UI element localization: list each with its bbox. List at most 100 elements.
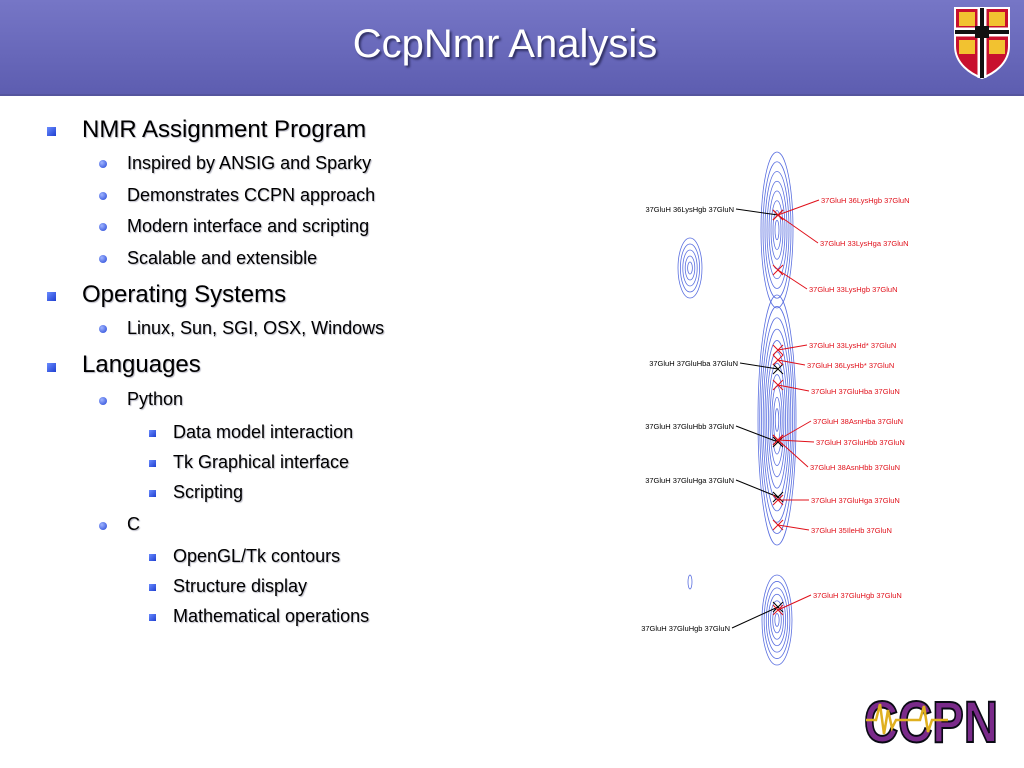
- nmr-contour-spectrum: 37GluH 36LysHgb 37GluN 37GluH 37GluHba 3…: [641, 151, 910, 666]
- contour-plot: [677, 151, 797, 666]
- bullet-item: C: [127, 514, 140, 534]
- connector-line: [731, 606, 779, 629]
- peak-label: 37GluH 38AsnHbb 37GluN: [810, 463, 900, 472]
- connector-line: [772, 604, 784, 616]
- peak-label: 37GluH 37GluHba 37GluN: [649, 359, 738, 368]
- peak-label: 37GluH 37GluHbb 37GluN: [816, 438, 905, 447]
- contour-ring: [766, 351, 788, 489]
- bullet-marker-icon: [47, 363, 56, 372]
- bullet-marker-icon: [149, 614, 156, 621]
- connector-line: [772, 264, 784, 276]
- contour-ring: [772, 210, 782, 250]
- contour-ring: [682, 249, 698, 287]
- contour-ring: [765, 587, 789, 653]
- bullet-item: Inspired by ANSIG and Sparky: [127, 153, 372, 173]
- connector-line: [772, 436, 784, 448]
- bullet-marker-icon: [99, 397, 107, 405]
- connector-line: [777, 344, 808, 351]
- spectrum-wave-icon: [866, 703, 948, 735]
- peak-labels: 37GluH 36LysHgb 37GluN 37GluH 37GluHba 3…: [641, 196, 909, 633]
- connector-line: [777, 420, 812, 441]
- contour-ring: [774, 613, 780, 627]
- contour-ring: [769, 374, 785, 466]
- contour-ring: [759, 305, 795, 535]
- contour-ring: [774, 219, 780, 241]
- connector-line: [772, 601, 784, 613]
- bullet-marker-icon: [47, 292, 56, 301]
- contour-ring: [770, 600, 784, 640]
- peak-connectors: [731, 199, 820, 629]
- connector-line: [772, 354, 784, 366]
- bullet-marker-icon: [99, 223, 107, 231]
- contour-ring: [687, 574, 693, 590]
- bullet-item: Scripting: [173, 482, 244, 502]
- peak-label: 37GluH 37GluHgb 37GluN: [813, 591, 902, 600]
- title-bar: CcpNmr Analysis: [0, 0, 1024, 96]
- connector-line: [735, 479, 779, 498]
- peak-label: 37GluH 37GluHba 37GluN: [811, 387, 900, 396]
- bullet-marker-icon: [99, 160, 107, 168]
- contour-ring: [774, 408, 780, 432]
- contour-ring: [768, 593, 786, 647]
- contour-ring: [761, 574, 793, 666]
- bullet-item: Demonstrates CCPN approach: [127, 185, 376, 205]
- peak-label: 37GluH 36LysHgb 37GluN: [821, 196, 910, 205]
- connector-line: [772, 379, 784, 391]
- connector-line: [772, 209, 784, 221]
- bullet-marker-icon: [99, 192, 107, 200]
- connector-line: [777, 359, 806, 366]
- connector-line: [735, 208, 779, 216]
- contour-ring: [687, 261, 693, 275]
- bullet-marker-icon: [149, 554, 156, 561]
- contour-ring: [764, 171, 790, 289]
- connector-line: [777, 524, 810, 531]
- university-crest-icon: [954, 7, 1010, 80]
- peak-label: 37GluH 37GluHbb 37GluN: [645, 422, 734, 431]
- peak-label: 37GluH 38AsnHba 37GluN: [813, 417, 903, 426]
- peak-label: 37GluH 33LysHga 37GluN: [820, 239, 909, 248]
- connector-line: [777, 439, 815, 443]
- bullet-item: Python: [127, 389, 184, 409]
- logo-text: CCPN: [864, 690, 998, 748]
- connector-line: [777, 214, 819, 244]
- connector-line: [772, 434, 784, 446]
- connector-line: [772, 344, 784, 356]
- bullet-marker-icon: [99, 255, 107, 263]
- bullet-item: OpenGL/Tk contours: [173, 546, 341, 566]
- peak-label: 37GluH 36LysHb* 37GluN: [807, 361, 894, 370]
- peak-label: 37GluH 37GluHga 37GluN: [645, 476, 734, 485]
- bullet-item: Scalable and extensible: [127, 248, 318, 268]
- bullet-marker-icon: [99, 325, 107, 333]
- contour-ring: [762, 328, 792, 512]
- bullet-item: Linux, Sun, SGI, OSX, Windows: [127, 318, 385, 338]
- bullet-marker-icon: [149, 460, 156, 467]
- connector-line: [772, 491, 784, 503]
- connector-line: [739, 362, 779, 370]
- ccpn-logo: CCPN: [863, 690, 999, 748]
- bullet-item: Tk Graphical interface: [173, 452, 350, 472]
- bullet-marker-icon: [47, 127, 56, 136]
- peak-label: 37GluH 36LysHgb 37GluN: [645, 205, 734, 214]
- slide-title: CcpNmr Analysis: [352, 22, 658, 66]
- bullet-item: NMR Assignment Program: [82, 116, 367, 143]
- bullet-marker-icon: [99, 522, 107, 530]
- peak-label: 37GluH 37GluHga 37GluN: [811, 496, 900, 505]
- bullet-item: Modern interface and scripting: [127, 216, 370, 236]
- peak-label: 37GluH 33LysHd* 37GluN: [809, 341, 896, 350]
- bullet-item: Structure display: [173, 576, 308, 596]
- bullet-item: Mathematical operations: [173, 606, 370, 626]
- contour-ring: [680, 243, 701, 293]
- contour-ring: [761, 317, 793, 523]
- connector-line: [735, 425, 779, 443]
- peak-label: 37GluH 35IleHb 37GluN: [811, 526, 892, 535]
- bullet-item: Data model interaction: [173, 422, 354, 442]
- peak-label: 37GluH 37GluHgb 37GluN: [641, 624, 730, 633]
- connector-line: [772, 519, 784, 531]
- bullet-marker-icon: [149, 490, 156, 497]
- contour-ring: [684, 255, 696, 281]
- bullet-marker-icon: [149, 584, 156, 591]
- bullet-item: Languages: [82, 351, 201, 378]
- contour-ring: [757, 294, 797, 546]
- connector-line: [777, 384, 810, 392]
- connector-line: [777, 594, 812, 611]
